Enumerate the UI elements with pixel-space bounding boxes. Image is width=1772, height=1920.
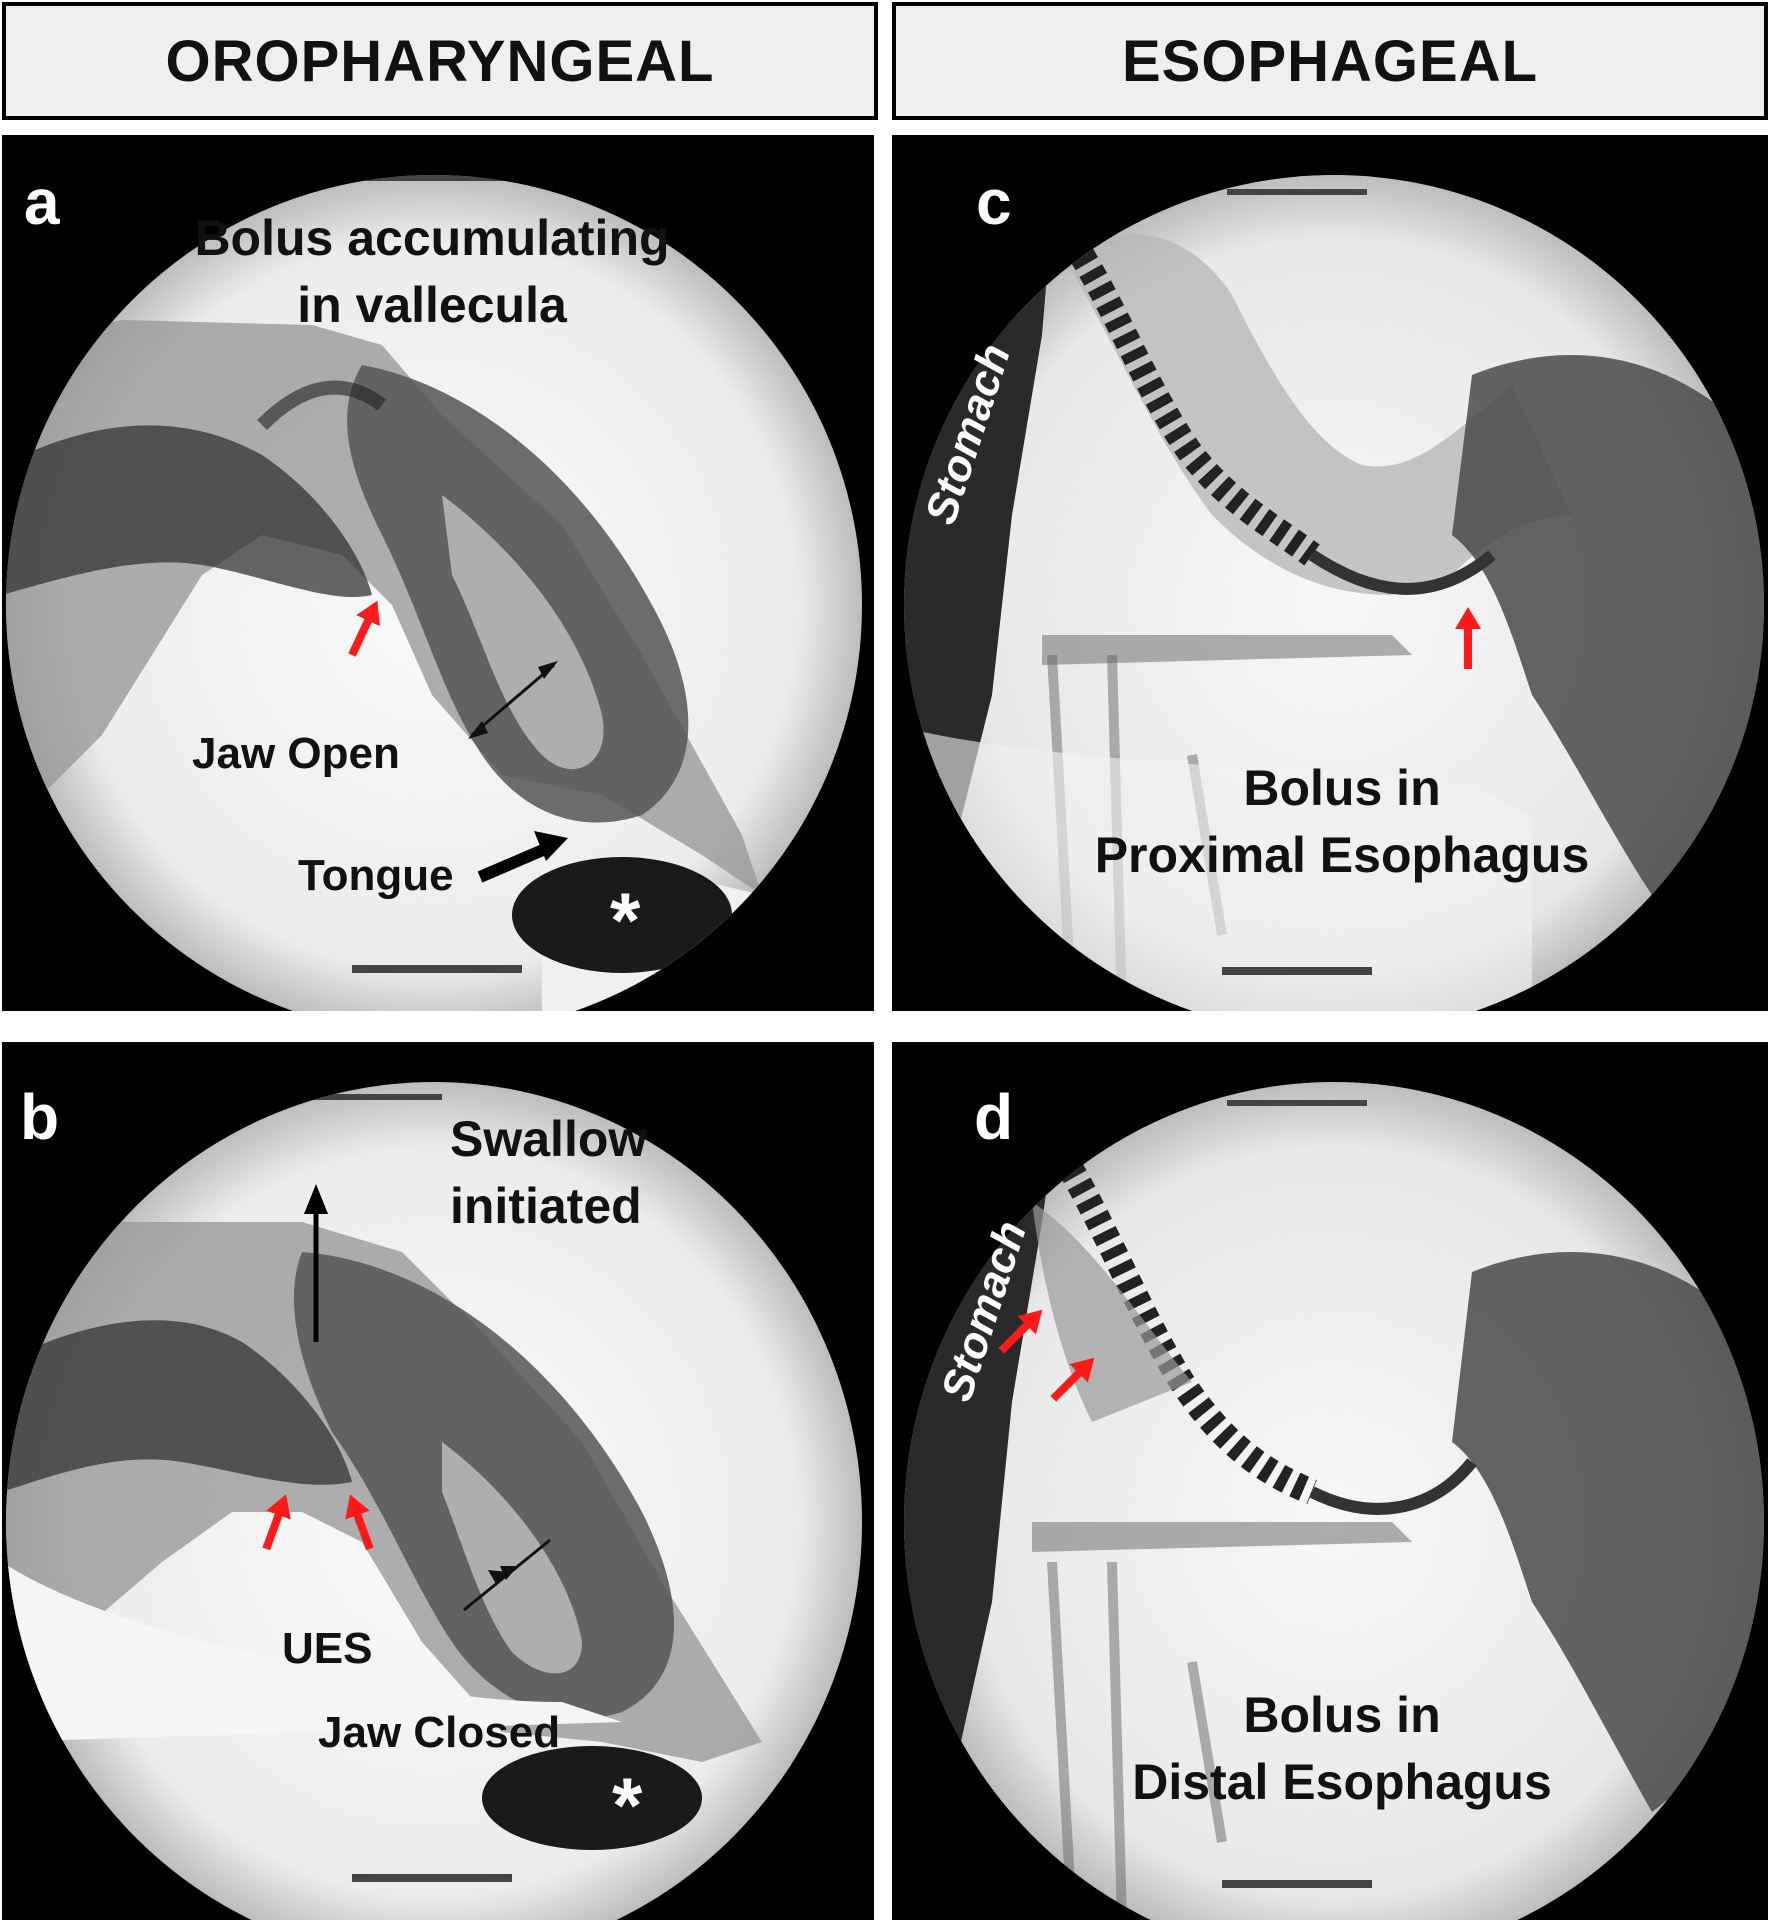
panel-c-letter: c <box>976 166 1012 238</box>
panel-d-letter: d <box>974 1081 1014 1153</box>
panel-d-caption-line2: Distal Esophagus <box>1132 1753 1552 1810</box>
header-esophageal-text: ESOPHAGEAL <box>1121 28 1539 94</box>
tongue-label: Tongue <box>298 851 454 900</box>
red-arrow-a <box>348 600 380 657</box>
panel-b-caption-line2: initiated <box>450 1177 642 1234</box>
red-arrow-c <box>1455 607 1481 669</box>
red-arrow-b1 <box>262 1494 291 1551</box>
panel-b-caption: Swallow initiated <box>422 1106 722 1239</box>
panel-c-caption-line2: Proximal Esophagus <box>1094 826 1590 883</box>
panel-a-caption-line1: Bolus accumulating <box>194 210 670 266</box>
panel-a: a Bolus accumulating in vallecula Jaw Op… <box>2 135 874 1011</box>
panel-d-xray <box>904 1082 1764 1920</box>
ues-arrow <box>304 1184 328 1342</box>
jaw-open-label: Jaw Open <box>192 729 400 778</box>
panel-d-caption: Bolus in Distal Esophagus <box>1042 1682 1642 1815</box>
panel-c-caption-line1: Bolus in <box>1243 760 1441 816</box>
panel-d-caption-line1: Bolus in <box>1243 1687 1441 1743</box>
red-arrow-d1 <box>998 1309 1043 1354</box>
asterisk-marker-b: * <box>612 1761 643 1849</box>
panel-a-caption: Bolus accumulating in vallecula <box>152 205 712 338</box>
panel-b-caption-line1: Swallow <box>450 1111 648 1167</box>
panel-a-letter: a <box>24 166 60 238</box>
ues-label: UES <box>282 1624 373 1673</box>
panel-b: b Swallow initiated UES Jaw Closed * <box>2 1042 874 1920</box>
panel-c-xray <box>904 175 1764 1011</box>
red-arrow-b2 <box>345 1494 374 1551</box>
jaw-closed-label: Jaw Closed <box>318 1708 561 1757</box>
panel-b-xray <box>6 1082 862 1920</box>
header-oropharyngeal-text: OROPHARYNGEAL <box>165 28 715 94</box>
header-oropharyngeal: OROPHARYNGEAL <box>2 2 878 120</box>
panel-c: c Stomach Bolus in Proximal Esophagus <box>892 135 1768 1011</box>
header-esophageal: ESOPHAGEAL <box>892 2 1768 120</box>
panel-c-caption: Bolus in Proximal Esophagus <box>1042 755 1642 888</box>
panel-d: d Stomach Bolus in Distal Esophagus <box>892 1042 1768 1920</box>
red-arrow-d2 <box>1050 1357 1095 1402</box>
asterisk-marker-a: * <box>610 876 641 964</box>
panel-a-caption-line2: in vallecula <box>297 276 567 333</box>
panel-b-letter: b <box>20 1081 60 1153</box>
panel-a-xray <box>6 175 862 1011</box>
